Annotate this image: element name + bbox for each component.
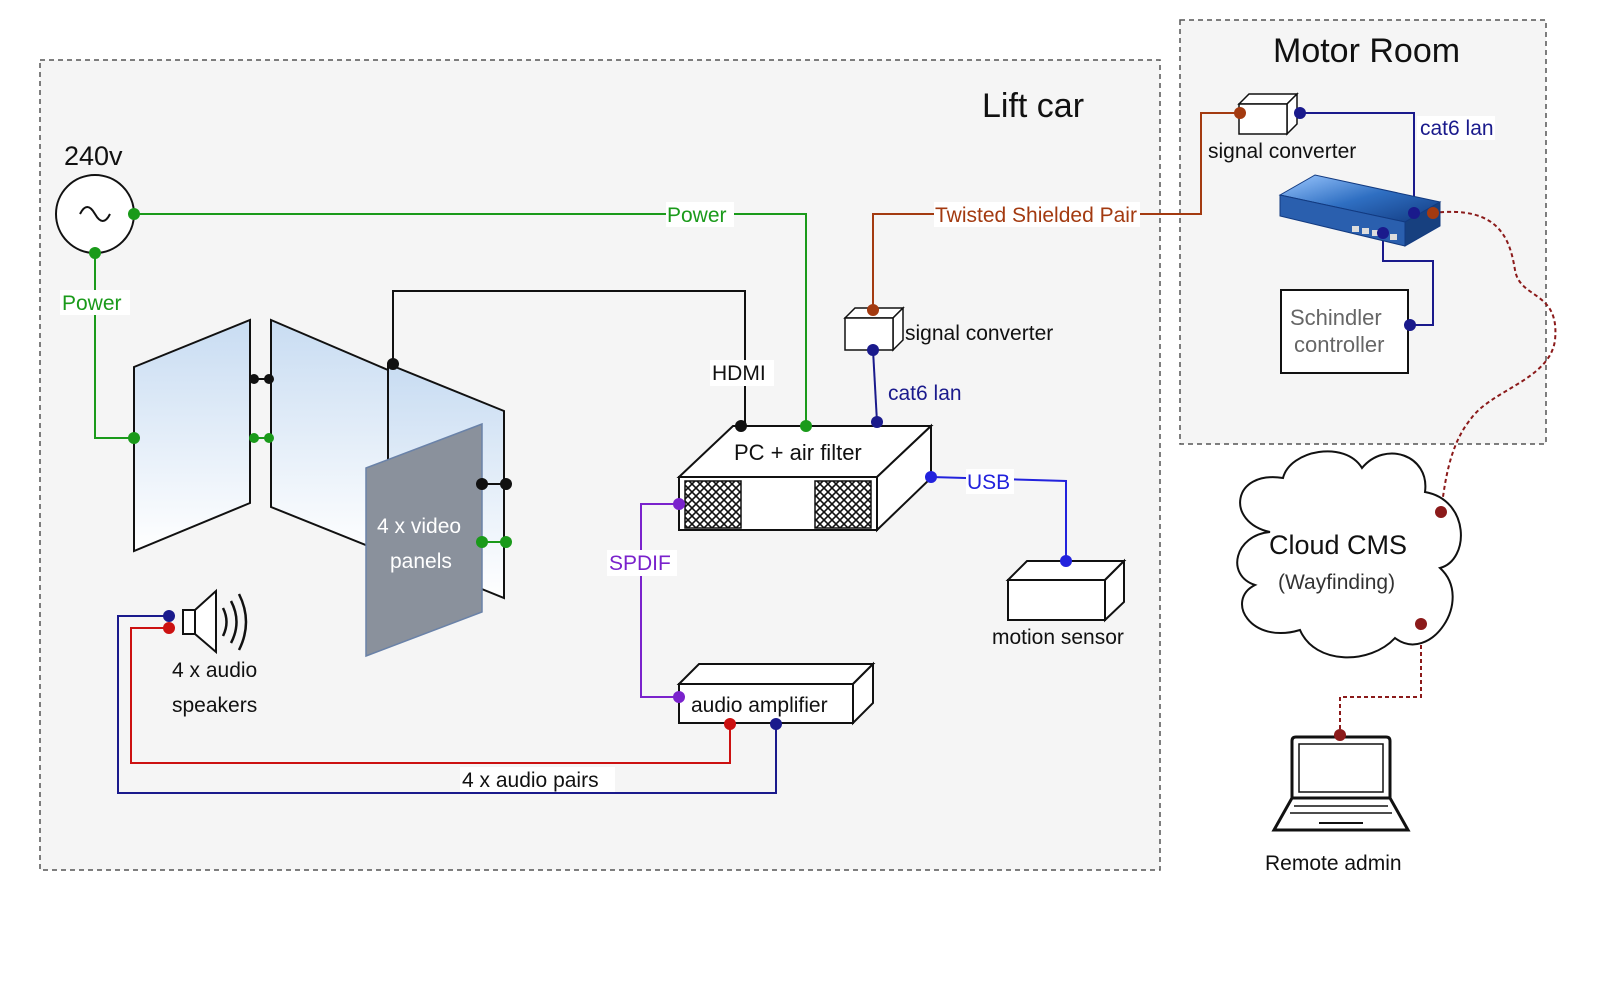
lift-car-title: Lift car bbox=[982, 87, 1084, 125]
audio-pairs-label: 4 x audio pairs bbox=[462, 769, 599, 792]
speakers-label-1: 4 x audio bbox=[172, 659, 257, 682]
motor-room-title: Motor Room bbox=[1273, 32, 1460, 70]
hdmi-wire bbox=[392, 290, 746, 426]
twisted-pair-wire bbox=[872, 112, 1240, 310]
cat6-label-lift: cat6 lan bbox=[888, 382, 962, 405]
signal-converter-motor-label: signal converter bbox=[1208, 140, 1356, 163]
network-switch-icon bbox=[1278, 174, 1442, 247]
pc-box bbox=[676, 423, 934, 533]
cloud-link-switch bbox=[1432, 210, 1557, 513]
cat6-wire-motor bbox=[1300, 112, 1415, 213]
signal-converter-lift bbox=[843, 306, 905, 352]
twisted-pair-label: Twisted Shielded Pair bbox=[935, 204, 1137, 227]
power-wire-main bbox=[134, 213, 807, 426]
power-label-main: Power bbox=[667, 204, 727, 227]
connection-dots bbox=[89, 107, 1447, 741]
spdif-label: SPDIF bbox=[609, 552, 671, 575]
cloud-label-2: (Wayfinding) bbox=[1278, 571, 1395, 594]
video-panels bbox=[133, 318, 506, 658]
motion-sensor-label: motion sensor bbox=[992, 626, 1124, 649]
schindler-label-1: Schindler bbox=[1290, 305, 1382, 330]
cloud-link-admin bbox=[1339, 624, 1422, 735]
pc-label: PC + air filter bbox=[734, 440, 862, 465]
cat6-wire-lift bbox=[872, 349, 878, 423]
video-panels-label-1: 4 x video bbox=[377, 515, 461, 538]
cloud-label-1: Cloud CMS bbox=[1269, 530, 1407, 560]
cat6-label-motor: cat6 lan bbox=[1420, 117, 1494, 140]
motion-sensor-box bbox=[1005, 558, 1127, 623]
speakers-label-2: speakers bbox=[172, 694, 257, 717]
audio-amplifier-box bbox=[676, 661, 876, 726]
lan-wire-schindler bbox=[1382, 233, 1434, 326]
air-filter-left bbox=[684, 480, 742, 529]
schindler-label-2: controller bbox=[1294, 332, 1384, 357]
audio-wire-blue bbox=[117, 615, 777, 794]
schindler-controller-box bbox=[1280, 289, 1409, 374]
signal-converter-motor bbox=[1237, 92, 1299, 136]
spdif-wire bbox=[640, 503, 679, 698]
air-filter-right bbox=[814, 480, 872, 529]
hdmi-label: HDMI bbox=[712, 362, 766, 385]
audio-amplifier-label: audio amplifier bbox=[691, 694, 828, 717]
signal-converter-lift-label: signal converter bbox=[905, 322, 1053, 345]
usb-label: USB bbox=[967, 471, 1010, 494]
power-label-panels: Power bbox=[62, 292, 122, 315]
laptop-icon bbox=[1271, 735, 1411, 832]
video-panels-label-2: panels bbox=[390, 550, 452, 573]
cloud-icon bbox=[1236, 450, 1462, 659]
speaker-icon bbox=[182, 588, 248, 655]
audio-wire-red bbox=[130, 627, 731, 764]
remote-admin-label: Remote admin bbox=[1265, 852, 1402, 875]
power-source-label: 240v bbox=[64, 141, 123, 171]
